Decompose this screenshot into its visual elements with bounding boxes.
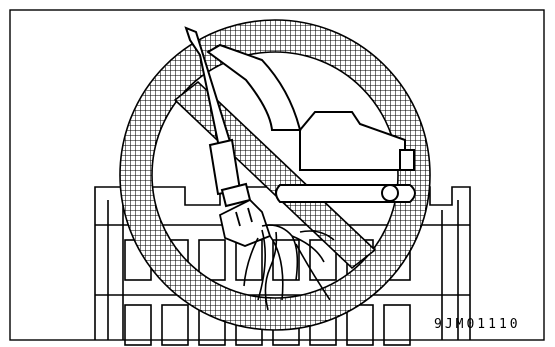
prohibition-sign-icon — [110, 15, 450, 335]
grapple-icon — [220, 200, 270, 246]
figure-code: 9JM01110 — [434, 317, 521, 332]
